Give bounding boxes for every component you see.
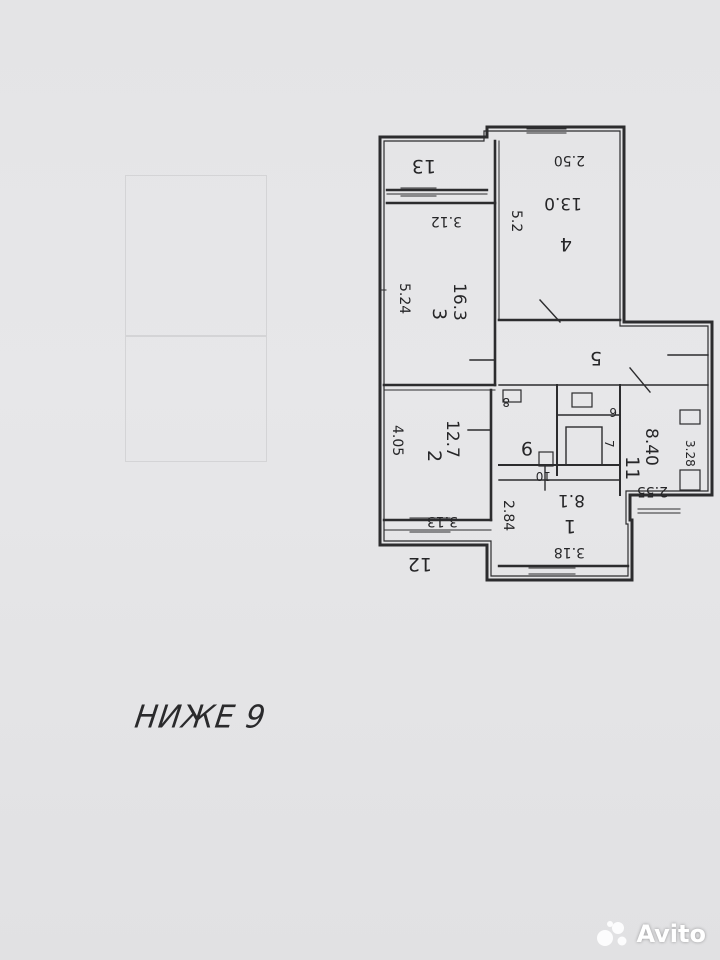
room2-area: 12.7 (442, 420, 462, 458)
room11-area: 8.40 (641, 428, 661, 466)
avito-watermark: Avito (596, 920, 706, 948)
room3-number: 3 (428, 308, 450, 320)
room1-number: 1 (564, 515, 576, 537)
room11-length: 3.28 (683, 440, 697, 467)
room10-number: 10 (536, 469, 551, 483)
room4-number: 4 (560, 233, 572, 255)
room3-length: 5.24 (396, 283, 412, 314)
room11-width: 2.55 (637, 483, 668, 499)
room5-number: 5 (590, 347, 602, 369)
ghost-table-lines (125, 175, 267, 337)
room4-area: 13.0 (544, 193, 582, 213)
room3-width: 3.12 (431, 213, 462, 229)
room1-length: 2.84 (500, 500, 516, 531)
handwritten-caption: НИЖЕ 9 (132, 699, 269, 736)
room4-width: 2.50 (554, 152, 585, 168)
ghost-table-lines (125, 335, 267, 462)
avito-dots-icon (596, 920, 630, 948)
balcony-bottom-label: 12 (408, 553, 432, 575)
room11-number: 11 (621, 456, 643, 480)
room2-number: 2 (423, 450, 445, 462)
room9-number: 9 (521, 437, 533, 459)
room1-width: 3.18 (554, 544, 585, 560)
room4-length: 5.2 (508, 210, 524, 232)
room3-area: 16.3 (449, 283, 469, 321)
room6-number: 6 (609, 405, 617, 419)
avito-brand-text: Avito (636, 920, 706, 948)
room7-number: 7 (602, 440, 616, 448)
room2-length: 4.05 (389, 425, 405, 456)
room8-number: 8 (502, 395, 510, 409)
room2-width: 3.13 (427, 513, 458, 529)
balcony-top-label: 13 (412, 155, 436, 177)
room1-area: 8.1 (558, 490, 585, 510)
